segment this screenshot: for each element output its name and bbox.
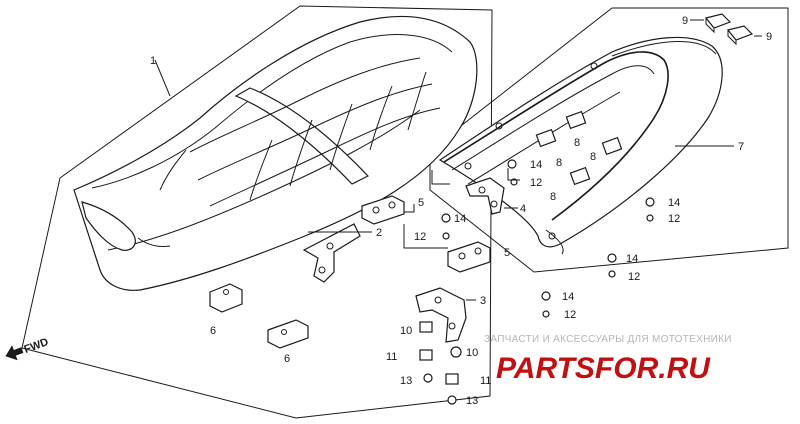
forward-direction-indicator: FWD [5,336,51,361]
watermark-tagline: ЗАПЧАСТИ И АКСЕССУАРЫ ДЛЯ МОТОТЕХНИКИ [484,334,732,345]
seat-brackets [302,177,505,343]
cushion-pads [535,110,623,186]
callout-8d: 8 [550,191,556,203]
callout-11b: 11 [480,375,491,387]
seat-cowl-group-frame [429,7,789,273]
callout-7: 7 [738,141,744,153]
callout-4: 4 [520,203,526,215]
callout-5b: 5 [504,247,510,259]
callout-8a: 8 [556,157,562,169]
callout-14d: 14 [626,253,638,265]
callout-14a: 14 [530,159,542,171]
callout-labels: 1 2 3 4 5 5 6 6 7 8 8 8 8 9 9 10 10 11 1… [150,15,772,407]
seat-group-frame [21,5,493,419]
watermark: ЗАПЧАСТИ И АКСЕССУАРЫ ДЛЯ МОТОТЕХНИКИ PA… [484,334,732,385]
callout-12e: 12 [564,309,576,321]
callout-14c: 14 [668,197,680,209]
callout-13b: 13 [466,395,478,407]
callout-14b: 14 [454,213,466,225]
forward-label: FWD [23,336,51,356]
rubber-cushion-parts [704,13,754,46]
watermark-logo: PARTSFOR.RU [496,352,711,385]
callout-10b: 10 [466,347,478,359]
callout-12d: 12 [628,271,640,283]
callout-2: 2 [376,227,382,239]
callout-10a: 10 [400,325,412,337]
callout-5a: 5 [418,197,424,209]
callout-8b: 8 [574,137,580,149]
callout-12c: 12 [668,213,680,225]
callout-9b: 9 [766,31,772,43]
grouping-lines [403,168,520,249]
rubber-blocks [209,195,491,349]
callout-13a: 13 [400,375,412,387]
callout-14e: 14 [562,291,574,303]
hardware [419,159,655,405]
callout-12b: 12 [414,231,426,243]
callout-3: 3 [480,295,486,307]
callout-8c: 8 [590,151,596,163]
forward-arrow-icon [5,345,24,361]
callout-12a: 12 [530,177,542,189]
seat-assembly [73,15,478,291]
callout-1: 1 [150,55,156,67]
callout-9a: 9 [682,15,688,27]
seat-cowl-assembly [438,36,723,255]
leader-lines [154,19,762,301]
callout-11a: 11 [386,351,397,363]
callout-6b: 6 [284,353,290,365]
callout-6a: 6 [210,325,216,337]
